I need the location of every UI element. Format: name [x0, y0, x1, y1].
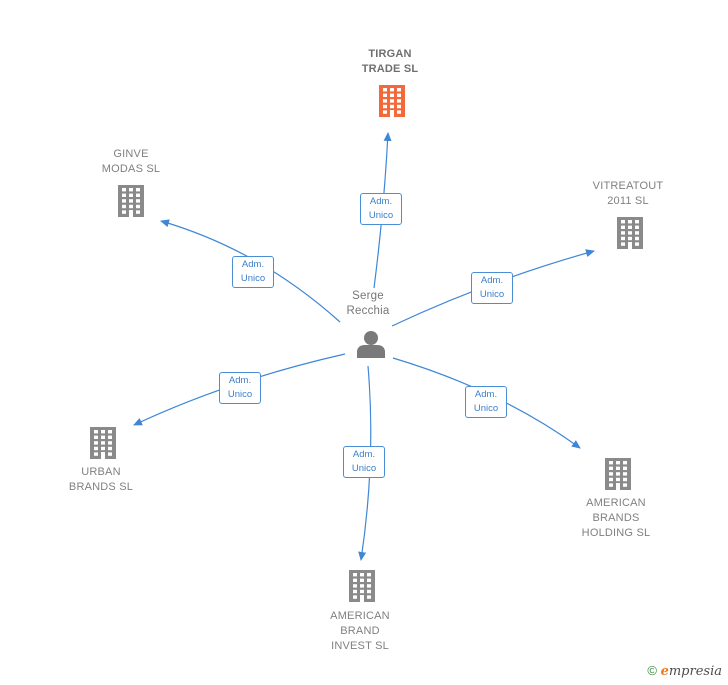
- edge-label-ginve: Adm. Unico: [232, 256, 274, 288]
- american-holding-building-icon: [605, 458, 631, 490]
- company-name-ginve[interactable]: GINVE MODAS SL: [101, 148, 161, 175]
- edge-label-tirgan: Adm. Unico: [360, 193, 402, 225]
- person-icon: [357, 331, 385, 358]
- edge-label-vitreatout: Adm. Unico: [471, 272, 513, 304]
- person-name[interactable]: Serge Recchia: [346, 290, 390, 317]
- vitreatout-building-icon: [617, 217, 643, 249]
- company-name-tirgan[interactable]: TIRGAN TRADE SL: [361, 48, 419, 75]
- edge-label-urban: Adm. Unico: [219, 372, 261, 404]
- tirgan-building-icon: [379, 85, 405, 117]
- company-name-vitreatout[interactable]: VITREATOUT 2011 SL: [592, 180, 664, 207]
- company-name-urban[interactable]: URBAN BRANDS SL: [68, 466, 134, 493]
- ginve-building-icon: [118, 185, 144, 217]
- empresia-logo: empresia: [660, 664, 722, 679]
- edge-label-american-invest: Adm. Unico: [343, 446, 385, 478]
- company-name-american-holding[interactable]: AMERICAN BRANDS HOLDING SL: [581, 496, 651, 539]
- copyright-symbol: ©: [647, 663, 657, 678]
- footer-watermark: © empresia: [647, 663, 722, 679]
- company-name-american-invest[interactable]: AMERICAN BRAND INVEST SL: [330, 609, 390, 652]
- american-invest-building-icon: [349, 570, 375, 602]
- edge-label-american-holding: Adm. Unico: [465, 386, 507, 418]
- urban-building-icon: [90, 427, 116, 459]
